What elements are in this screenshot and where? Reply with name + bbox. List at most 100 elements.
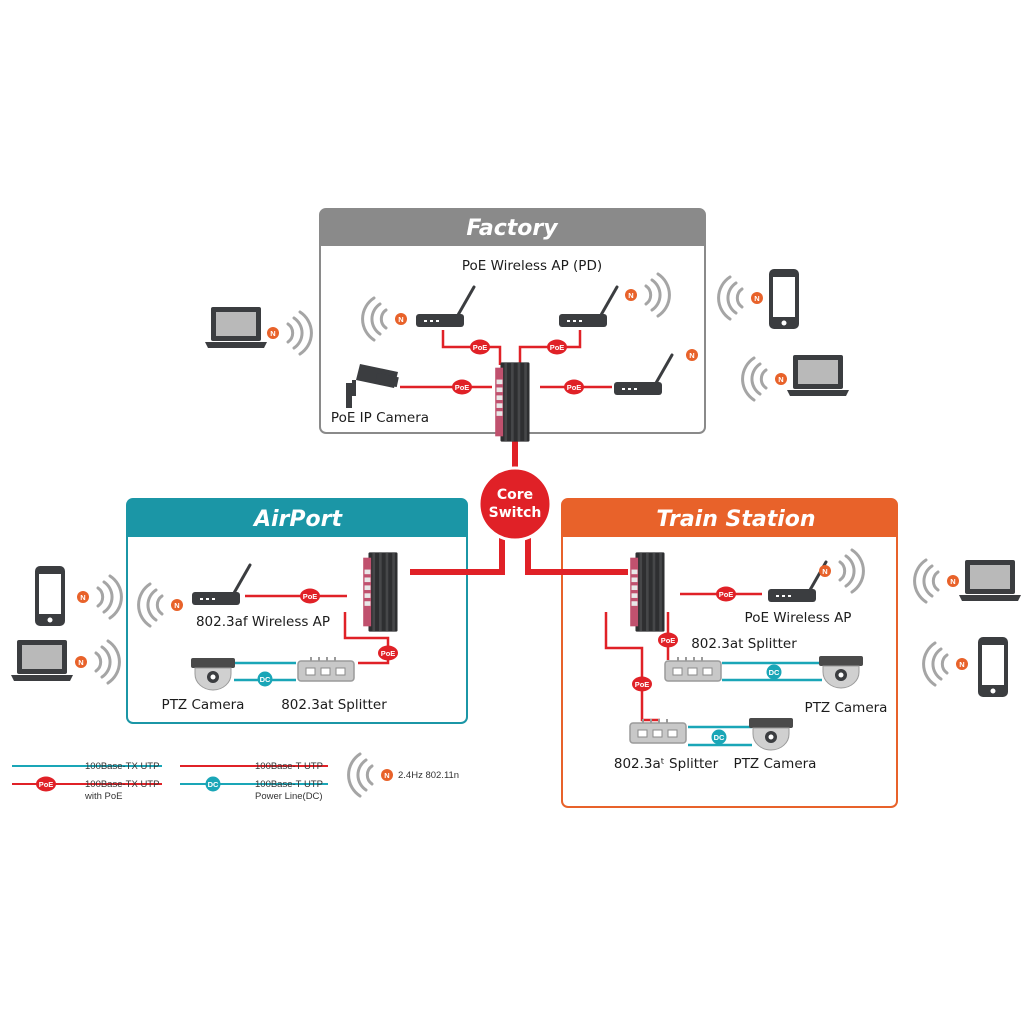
- core-switch-line1: Core: [497, 487, 533, 503]
- wifi-icon: N: [686, 349, 698, 361]
- svg-text:N: N: [270, 329, 275, 338]
- poe-tag: PoE: [452, 379, 472, 395]
- train-station-links: [604, 592, 822, 747]
- svg-text:PoE: PoE: [661, 636, 676, 645]
- splitter-icon: [664, 656, 722, 682]
- svg-text:N: N: [959, 660, 964, 669]
- wifi-icon: N: [75, 639, 121, 685]
- dc-tag: DC: [711, 729, 727, 745]
- legend-dc-1: 100Base-T UTP: [255, 779, 323, 790]
- legend-dc-2: Power Line(DC): [255, 791, 323, 802]
- svg-text:PoE: PoE: [719, 590, 734, 599]
- poe-tag: PoE: [716, 586, 736, 602]
- splitter-icon: [297, 656, 355, 682]
- laptop-icon: [205, 307, 267, 348]
- svg-text:PoE: PoE: [635, 680, 650, 689]
- legend-t-utp: 100Base-T UTP: [255, 761, 323, 772]
- train-station-switch: [630, 552, 665, 632]
- phone-icon: [978, 637, 1008, 697]
- ip-camera-icon: [346, 364, 399, 408]
- svg-text:DC: DC: [260, 675, 271, 684]
- dc-tag: DC: [766, 664, 782, 680]
- airport-splitter: [297, 656, 355, 682]
- poe-tag: PoE: [300, 588, 320, 604]
- wifi-icon: N: [625, 272, 671, 318]
- airport-ap-label: 802.3af Wireless AP: [196, 614, 330, 630]
- svg-text:N: N: [754, 294, 759, 303]
- poe-tag: PoE: [547, 339, 567, 355]
- wifi-icon: N: [137, 582, 183, 628]
- phone-icon: [35, 566, 65, 626]
- svg-text:PoE: PoE: [381, 649, 396, 658]
- wifi-icon: N: [717, 275, 763, 321]
- svg-text:N: N: [822, 567, 827, 576]
- legend-utp-poe-2: with PoE: [84, 791, 123, 802]
- svg-text:N: N: [778, 375, 783, 384]
- legend-poe-tag: PoE: [39, 780, 54, 789]
- train-station-splitter2-label: 802.3aᵗ Splitter: [614, 756, 719, 772]
- airport-switch: [363, 552, 398, 632]
- airport-zone: AirPort: [126, 498, 468, 724]
- train-station-splitter2: [629, 718, 687, 744]
- wifi-icon: N: [819, 548, 865, 594]
- dc-tag: DC: [257, 671, 273, 687]
- svg-text:PoE: PoE: [550, 343, 565, 352]
- train-station-splitter1: [664, 656, 722, 682]
- factory-switch: [495, 362, 530, 442]
- switch-icon: [630, 552, 665, 632]
- switch-icon: [495, 362, 530, 442]
- poe-tag: PoE: [378, 645, 398, 661]
- core-switch: Core Switch: [477, 466, 553, 542]
- svg-text:PoE: PoE: [567, 383, 582, 392]
- wifi-icon: N: [922, 641, 968, 687]
- legend-utp: 100Base-TX UTP: [85, 761, 159, 772]
- svg-text:N: N: [80, 593, 85, 602]
- splitter-icon: [629, 718, 687, 744]
- wifi-icon: N: [361, 296, 407, 342]
- legend-dc-tag: DC: [208, 780, 219, 789]
- train-station-zone: Train Station: [561, 498, 898, 808]
- factory-camera-label: PoE IP Camera: [331, 410, 429, 426]
- svg-text:N: N: [78, 658, 83, 667]
- factory-title: Factory: [466, 216, 559, 241]
- svg-text:N: N: [174, 601, 179, 610]
- switch-icon: [363, 552, 398, 632]
- factory-zone: Factory: [319, 208, 706, 434]
- airport-ptz-label: PTZ Camera: [162, 697, 245, 713]
- svg-text:DC: DC: [769, 668, 780, 677]
- laptop-icon: [11, 640, 73, 681]
- train-station-splitter1-label: 802.3at Splitter: [691, 636, 797, 652]
- poe-tag: PoE: [564, 379, 584, 395]
- svg-text:N: N: [398, 315, 403, 324]
- core-switch-line2: Switch: [489, 505, 542, 521]
- phone-icon: [769, 269, 799, 329]
- factory-ap-label: PoE Wireless AP (PD): [462, 258, 602, 274]
- laptop-icon: [787, 355, 849, 396]
- svg-text:N: N: [950, 577, 955, 586]
- poe-tag: PoE: [632, 676, 652, 692]
- svg-text:N: N: [384, 771, 389, 780]
- train-station-ap-label: PoE Wireless AP: [745, 610, 852, 626]
- airport-splitter-label: 802.3at Splitter: [281, 697, 387, 713]
- svg-text:DC: DC: [714, 733, 725, 742]
- train-station-ptz1-label: PTZ Camera: [805, 700, 888, 716]
- legend-utp-poe-1: 100Base-TX UTP: [85, 779, 159, 790]
- train-station-title: Train Station: [656, 507, 815, 532]
- wifi-icon: N: [913, 558, 959, 604]
- wifi-icon: N: [741, 356, 787, 402]
- poe-tag: PoE: [658, 632, 678, 648]
- laptop-icon: [959, 560, 1021, 601]
- svg-text:N: N: [628, 291, 633, 300]
- airport-title: AirPort: [252, 507, 344, 532]
- svg-text:N: N: [689, 351, 694, 360]
- legend-wifi: 2.4Hz 802.11n: [398, 770, 459, 781]
- svg-text:PoE: PoE: [473, 343, 488, 352]
- svg-text:PoE: PoE: [455, 383, 470, 392]
- train-station-ptz2-label: PTZ Camera: [734, 756, 817, 772]
- poe-tag: PoE: [470, 339, 490, 355]
- svg-text:PoE: PoE: [303, 592, 318, 601]
- wifi-icon: N: [77, 574, 123, 620]
- wifi-icon: N: [267, 310, 313, 356]
- wifi-icon: N: [347, 752, 393, 798]
